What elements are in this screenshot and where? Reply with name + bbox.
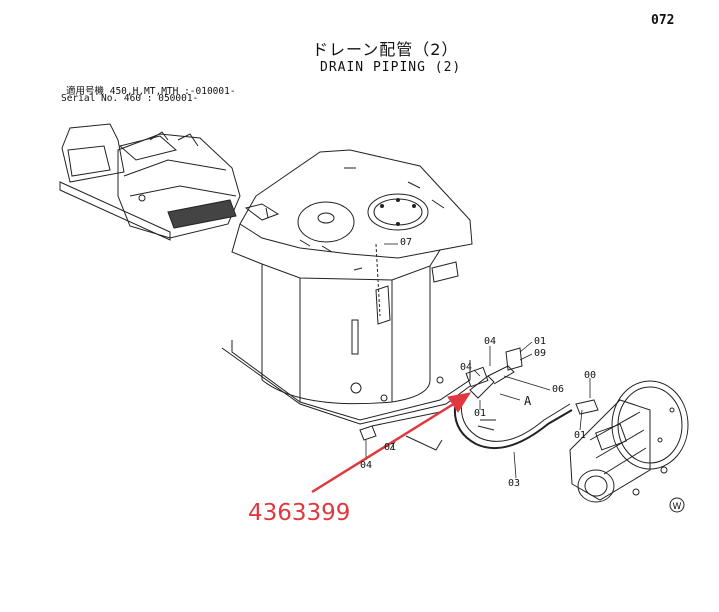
drain-hose xyxy=(359,347,573,451)
page-number: 072 xyxy=(651,13,675,28)
leader-lines xyxy=(365,243,591,479)
serial-line-applicable: 適用号機 450,H,MT,MTH :-010001- xyxy=(66,86,236,97)
svg-text:W: W xyxy=(673,502,682,512)
callout-06: 06 xyxy=(552,384,565,395)
callout-00: 00 xyxy=(584,370,597,381)
title-english: DRAIN PIPING (2) xyxy=(320,60,462,75)
callout-01: 01 xyxy=(384,442,397,453)
excavator-thumbnail xyxy=(59,123,241,241)
hydraulic-pump xyxy=(569,380,689,503)
red-pointer-arrow xyxy=(311,392,472,494)
title-japanese: ドレーン配管（2） xyxy=(312,40,459,59)
callout-01: 01 xyxy=(474,408,487,419)
callout-04: 04 xyxy=(484,336,497,347)
callout-04: 04 xyxy=(460,362,473,373)
callout-07: 07 xyxy=(400,237,413,248)
manufacturer-logo: W xyxy=(669,497,685,513)
hydraulic-tank xyxy=(221,149,473,425)
part-number-label: 4363399 xyxy=(248,500,351,526)
callout-09: 09 xyxy=(534,348,547,359)
callout-04: 04 xyxy=(360,460,373,471)
callout-01: 01 xyxy=(534,336,547,347)
serial-line-number: Serial No. 460 : 050001- xyxy=(61,93,199,104)
callout-view-a: A xyxy=(524,394,532,408)
callout-01: 01 xyxy=(574,430,587,441)
callout-03: 03 xyxy=(508,478,521,489)
